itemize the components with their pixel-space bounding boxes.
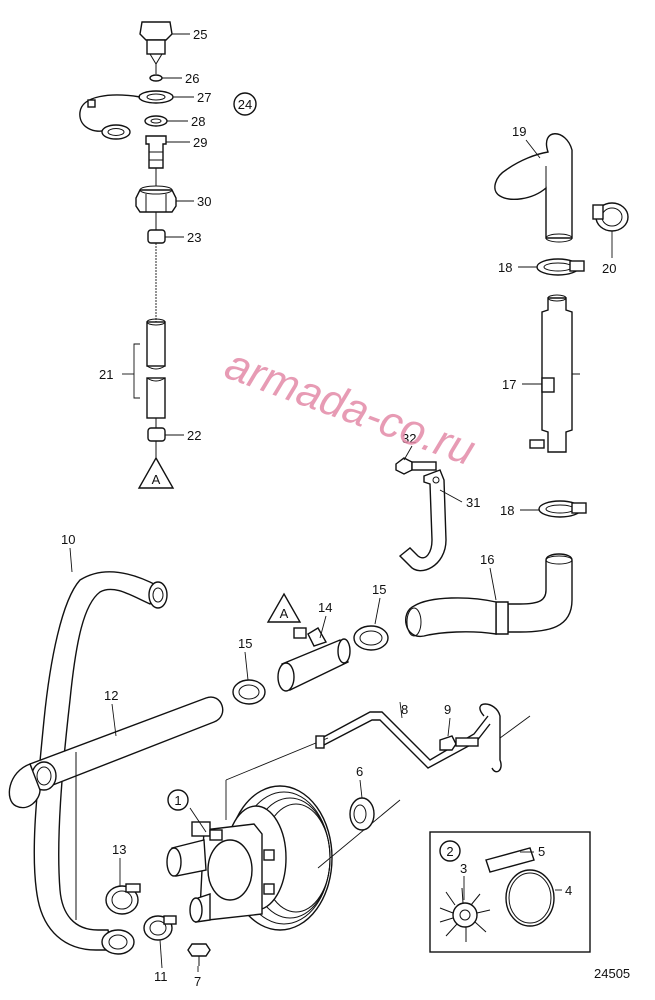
callout-22: 22: [187, 428, 201, 443]
part-10-hose: [33, 571, 159, 951]
part-16-elbow: [507, 553, 573, 633]
callout-27: 27: [197, 90, 211, 105]
callout-4: 4: [565, 883, 572, 898]
callout-26: 26: [185, 71, 199, 86]
part-27-retainer: [138, 90, 174, 104]
callout-5: 5: [538, 844, 545, 859]
callout-17: 17: [502, 377, 516, 392]
callout-16: 16: [480, 552, 494, 567]
part-3-impeller: [439, 887, 491, 942]
riser-assembly: [405, 133, 629, 637]
callout-30: 30: [197, 194, 211, 209]
callout-8: 8: [401, 702, 408, 717]
callout-15-left: 15: [238, 636, 252, 651]
part-15-left-clamp: [232, 679, 266, 705]
callout-labels: 25 26 27 28 29 30 23 21 22 19 20 18 17 1…: [61, 27, 616, 989]
part-4-oring: [505, 869, 555, 927]
part-17-pipe: [541, 297, 573, 453]
part-9-bolt: [439, 735, 479, 751]
part-8-pipe: [315, 703, 531, 773]
callout-6: 6: [356, 764, 363, 779]
part-7-bolt: [187, 943, 211, 966]
pump-assembly: [166, 737, 401, 931]
callout-14: 14: [318, 600, 332, 615]
part-12-hose: [29, 696, 224, 791]
leader-lines: [69, 33, 613, 972]
reference-triangle-a-bottom: A: [266, 592, 302, 623]
triangle-a-label: A: [280, 606, 289, 621]
part-19-elbow-hose: [494, 133, 573, 239]
part-11-clamp: [143, 915, 177, 941]
part-25-plug: [139, 21, 173, 41]
circled-1: 1: [174, 793, 181, 808]
callout-12: 12: [104, 688, 118, 703]
tee-assembly: [232, 625, 389, 705]
bracket-assembly: [395, 457, 447, 572]
watermark-text: armada-co.ru: [219, 340, 482, 476]
part-22-clamp: [147, 427, 166, 442]
callout-31: 31: [466, 495, 480, 510]
part-21-hose-lower: [146, 377, 166, 419]
part-23-clamp: [147, 229, 166, 244]
callout-28: 28: [191, 114, 205, 129]
triangle-a-label: A: [152, 472, 161, 487]
callout-29: 29: [193, 135, 207, 150]
drawing-number: 24505: [594, 966, 630, 981]
part-30-nut: [135, 189, 177, 213]
circled-2: 2: [446, 844, 453, 859]
hose-assembly: [8, 571, 224, 955]
callout-19: 19: [512, 124, 526, 139]
part-25-stem: [146, 39, 166, 55]
circled-labels: 24 1 2: [167, 92, 461, 862]
part-27-strap: [79, 94, 141, 132]
part-28-washer: [144, 115, 168, 127]
callout-23: 23: [187, 230, 201, 245]
part-6-seal: [349, 797, 375, 831]
callout-15-right: 15: [372, 582, 386, 597]
part-32-bolt: [395, 457, 413, 475]
callout-21: 21: [99, 367, 113, 382]
callout-7: 7: [194, 974, 201, 989]
callout-32: 32: [402, 431, 416, 446]
part-31-bracket: [398, 469, 447, 572]
part-13-clamp: [105, 883, 141, 915]
callout-9: 9: [444, 702, 451, 717]
callout-3: 3: [460, 861, 467, 876]
part-15-right-clamp: [353, 625, 389, 651]
part-5-gasket: [485, 847, 535, 873]
callout-25: 25: [193, 27, 207, 42]
reference-triangle-a-top: A: [137, 456, 175, 489]
callout-13: 13: [112, 842, 126, 857]
callout-10: 10: [61, 532, 75, 547]
circled-24: 24: [238, 97, 252, 112]
callout-18-upper: 18: [498, 260, 512, 275]
callout-20: 20: [602, 261, 616, 276]
callout-11: 11: [154, 969, 168, 984]
part-26-oring: [149, 74, 163, 82]
part-21-hose-upper: [146, 321, 166, 367]
callout-18-lower: 18: [500, 503, 514, 518]
filler-cap-assembly: [79, 21, 177, 458]
